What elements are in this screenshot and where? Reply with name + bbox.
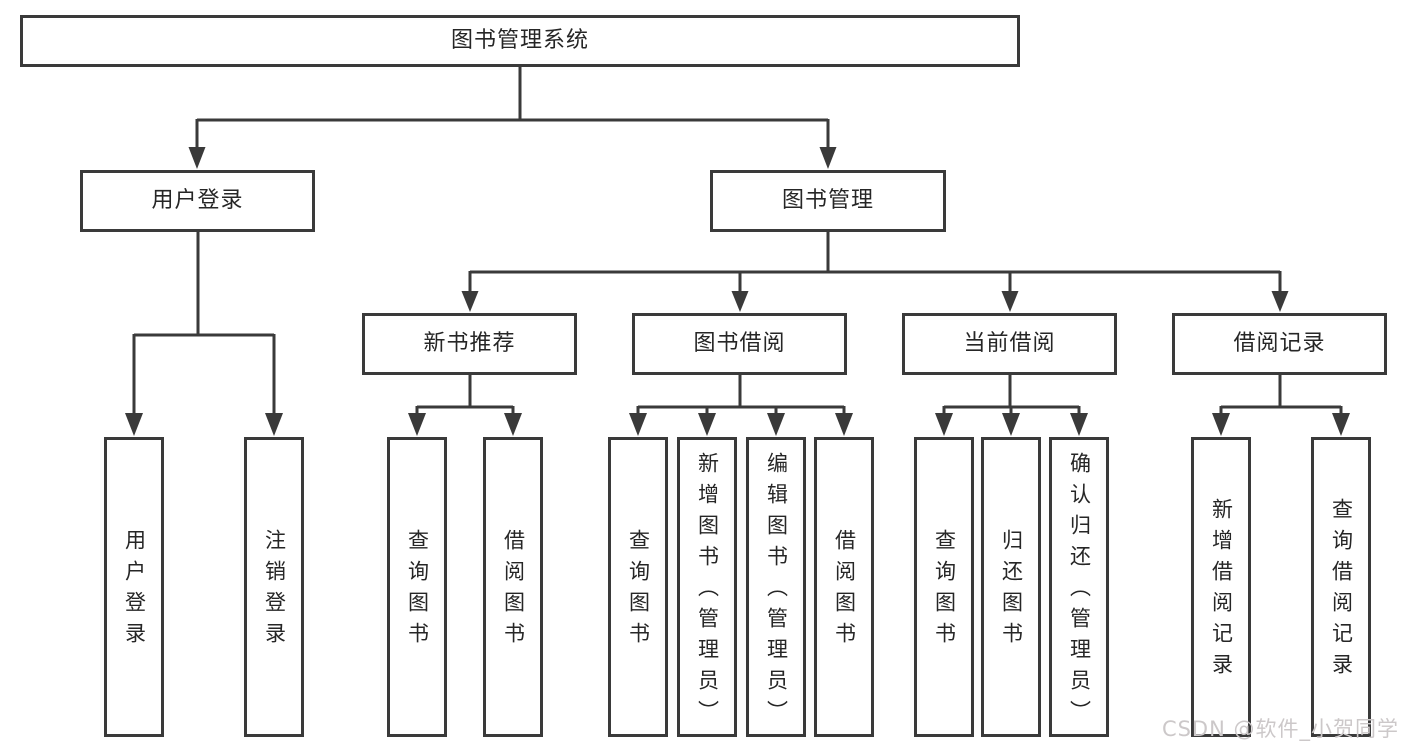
leaf-return-books: 归还图书 (981, 437, 1041, 737)
node-current-borrowing: 当前借阅 (902, 313, 1117, 375)
leaf-add-borrow-record: 新增借阅记录 (1191, 437, 1251, 737)
leaf-query-books-current: 查询图书 (914, 437, 974, 737)
node-new-book-recommendation: 新书推荐 (362, 313, 577, 375)
leaf-query-borrow-record: 查询借阅记录 (1311, 437, 1371, 737)
node-borrowing-records: 借阅记录 (1172, 313, 1387, 375)
node-book-borrowing: 图书借阅 (632, 313, 847, 375)
node-user-login: 用户登录 (80, 170, 315, 232)
leaf-confirm-return-admin: 确认归还（管理员） (1049, 437, 1109, 737)
node-book-management: 图书管理 (710, 170, 946, 232)
leaf-add-books-admin: 新增图书（管理员） (677, 437, 737, 737)
csdn-watermark: CSDN @软件_小贺同学 (1161, 717, 1399, 741)
leaf-query-books-borrowing: 查询图书 (608, 437, 668, 737)
leaf-query-books-recommend: 查询图书 (387, 437, 447, 737)
leaf-borrow-books: 借阅图书 (814, 437, 874, 737)
leaf-edit-books-admin: 编辑图书（管理员） (746, 437, 806, 737)
leaf-user-login: 用户登录 (104, 437, 164, 737)
leaf-borrow-books-recommend: 借阅图书 (483, 437, 543, 737)
node-library-management-system: 图书管理系统 (20, 15, 1020, 67)
leaf-logout: 注销登录 (244, 437, 304, 737)
